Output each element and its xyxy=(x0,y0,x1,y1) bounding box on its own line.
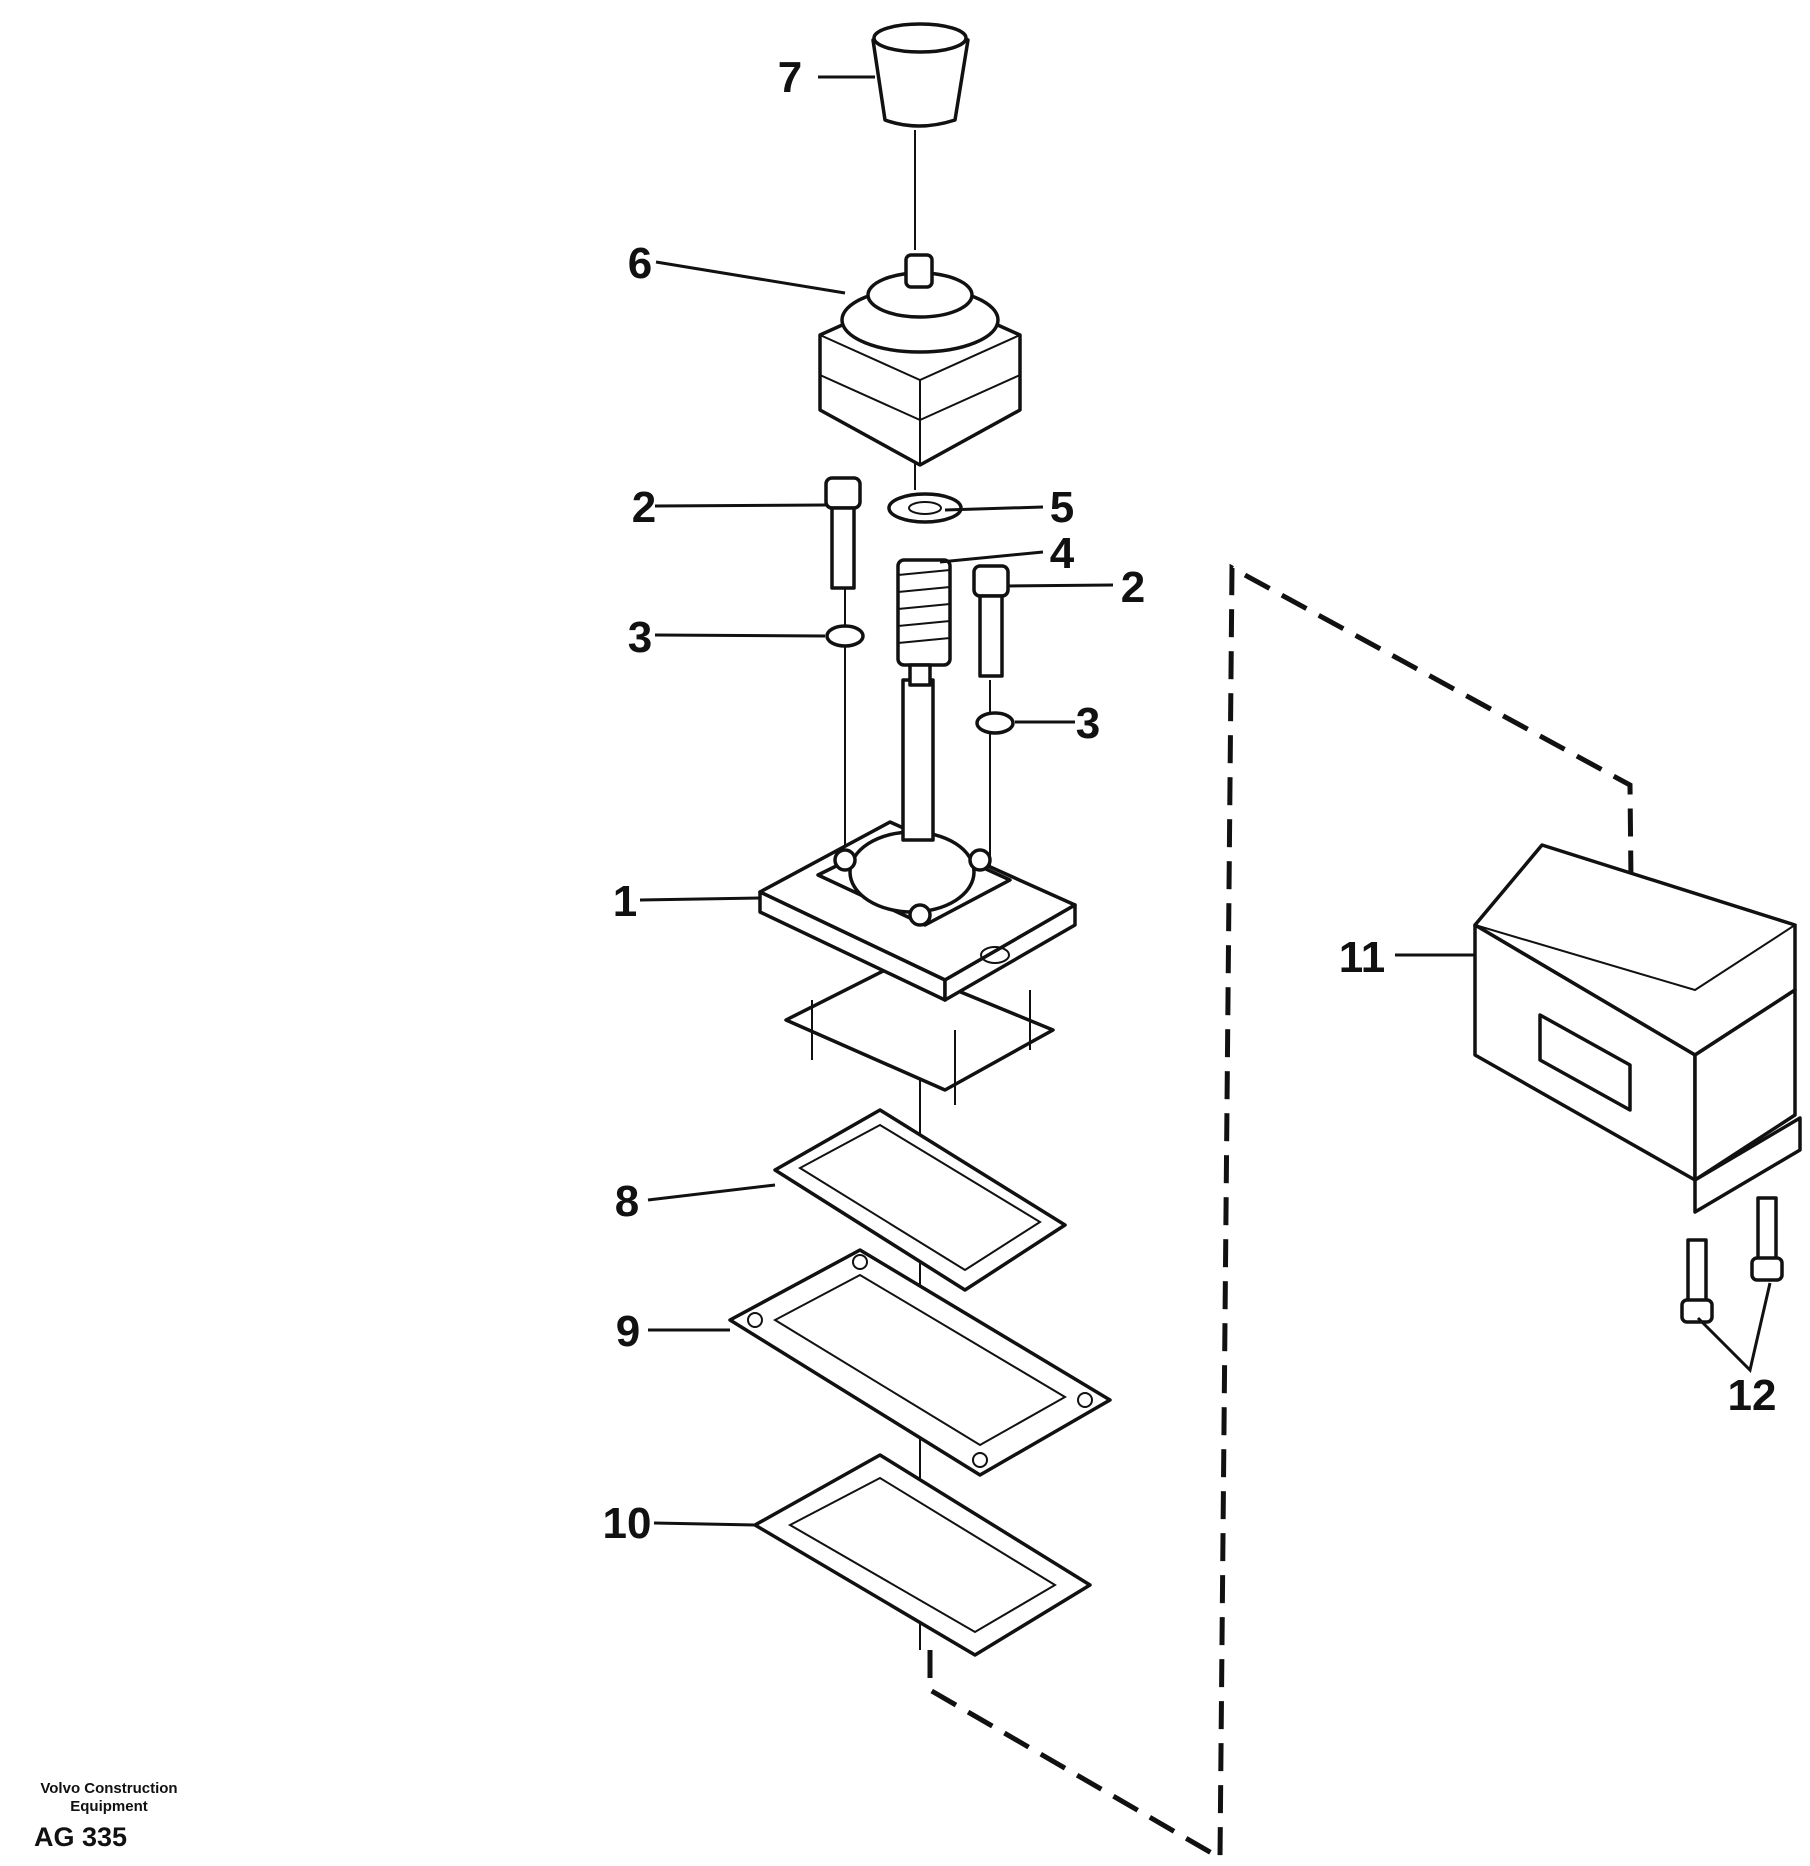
part-cover-box xyxy=(1473,843,1802,1214)
brand-name-line2: Equipment xyxy=(70,1798,148,1815)
callout-10: 10 xyxy=(603,1499,652,1548)
part-rubber-boot xyxy=(818,253,1022,467)
callout-2-left: 2 xyxy=(632,483,656,532)
part-screws-small xyxy=(1680,1196,1784,1324)
callout-1: 1 xyxy=(613,877,637,926)
callout-2-right: 2 xyxy=(1121,563,1145,612)
callout-9: 9 xyxy=(616,1307,640,1356)
dashed-installation-line xyxy=(927,563,1635,1863)
callout-7: 7 xyxy=(778,53,802,102)
part-circlip xyxy=(887,492,963,524)
callout-12: 12 xyxy=(1728,1371,1777,1420)
part-joystick-valve xyxy=(758,663,1077,1105)
callout-3-left: 3 xyxy=(628,613,652,662)
part-gasket xyxy=(773,1108,1067,1292)
part-o-ring-left xyxy=(825,624,865,648)
callout-3-right: 3 xyxy=(1076,699,1100,748)
callout-4: 4 xyxy=(1050,529,1075,578)
part-screw-right xyxy=(972,564,1010,678)
leader-lines xyxy=(639,75,1772,1527)
part-mounting-plate xyxy=(728,1248,1112,1477)
brand-name-line1: Volvo Construction xyxy=(40,1780,178,1797)
callout-8: 8 xyxy=(615,1177,639,1226)
part-o-ring-right xyxy=(975,711,1015,735)
part-knob xyxy=(871,22,970,128)
part-spring xyxy=(896,558,952,667)
callout-5: 5 xyxy=(1050,483,1074,532)
document-reference: AG 335 xyxy=(34,1822,128,1852)
part-seal-plate xyxy=(753,1453,1092,1657)
part-screw-left xyxy=(824,476,862,590)
callout-11: 11 xyxy=(1339,933,1386,982)
callout-6: 6 xyxy=(628,239,652,288)
